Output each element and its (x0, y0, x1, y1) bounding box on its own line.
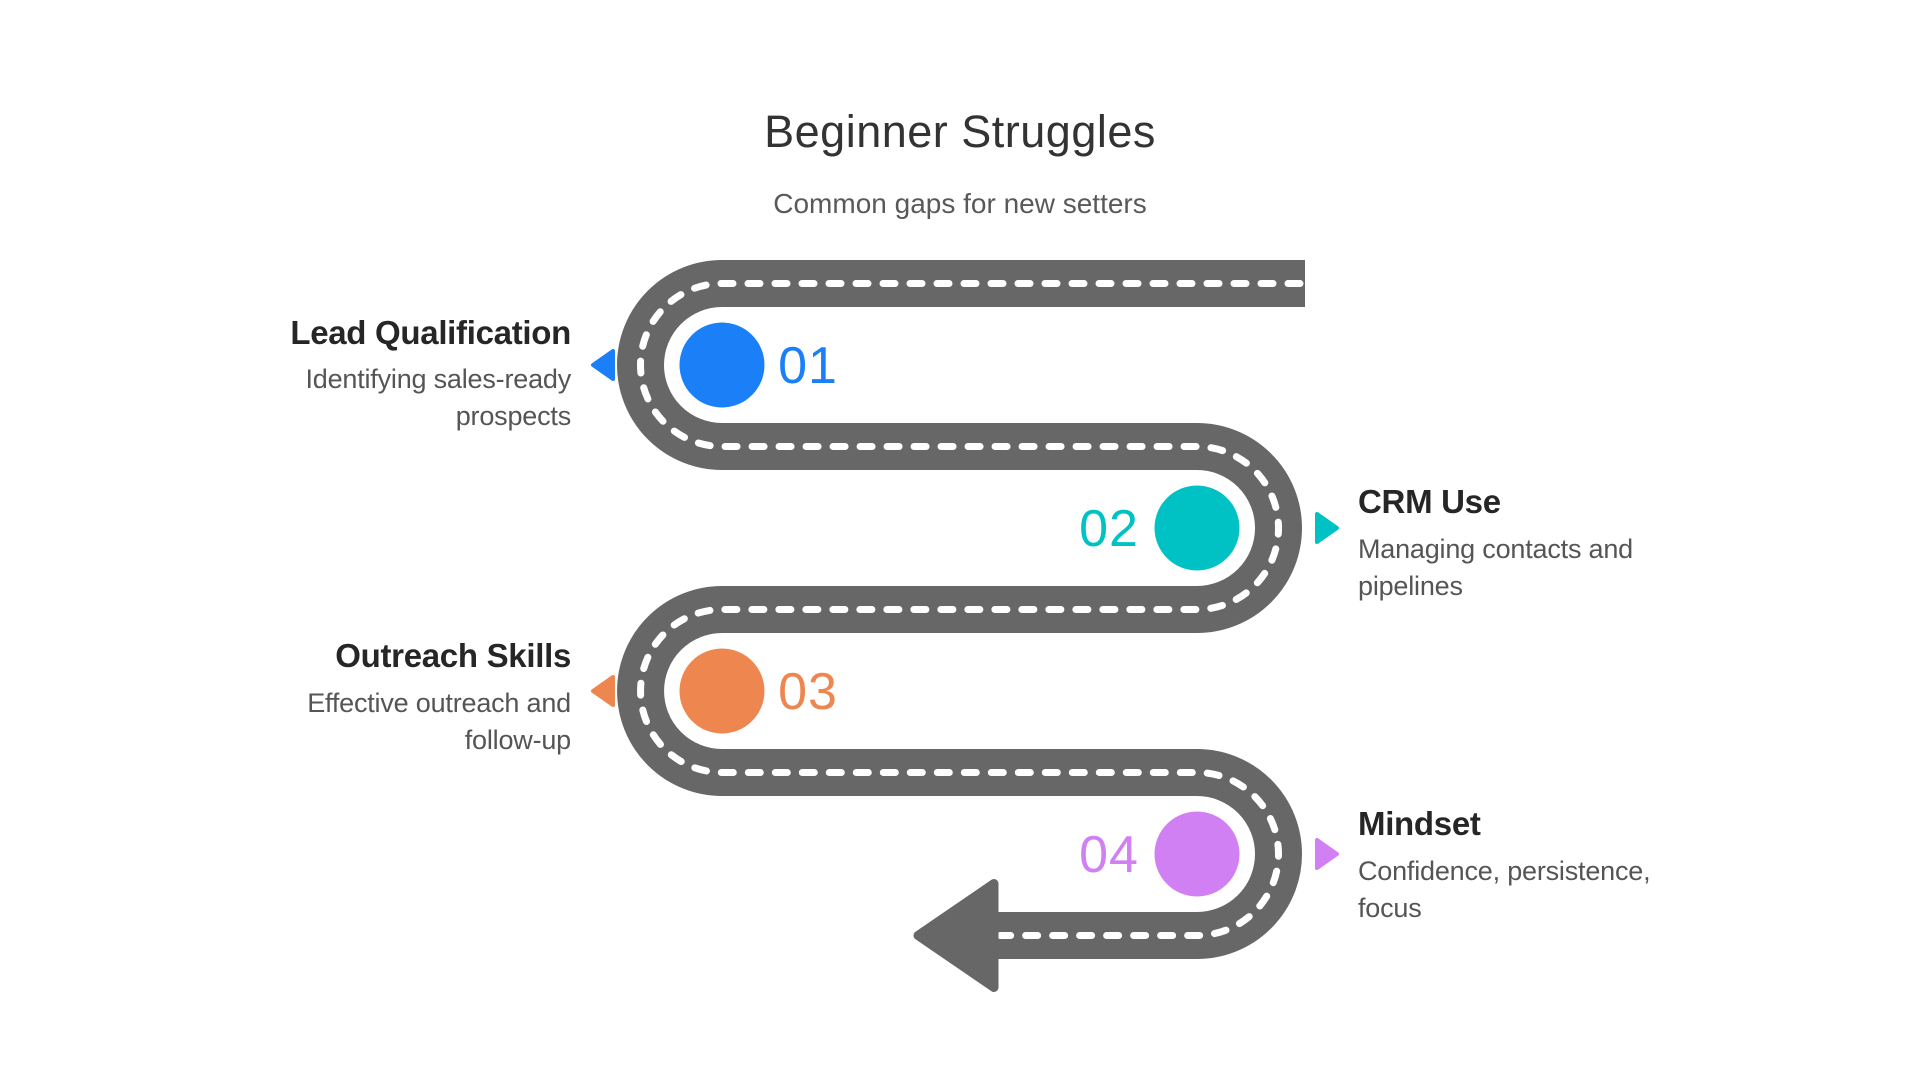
milestone-4: 04 Mindset Confidence, persistence, focu… (1079, 805, 1650, 923)
milestone-2-description-line2: pipelines (1358, 571, 1463, 601)
milestone-4-description-line1: Confidence, persistence, (1358, 856, 1650, 886)
milestone-3-description-line1: Effective outreach and (307, 688, 571, 718)
milestone-4-title: Mindset (1358, 805, 1481, 842)
milestone-4-pointer-icon (1315, 838, 1339, 870)
milestone-1-pointer-icon (591, 349, 615, 381)
milestone-2-description-line1: Managing contacts and (1358, 534, 1633, 564)
milestone-2-pointer-icon (1315, 512, 1339, 544)
milestone-4-number: 04 (1079, 826, 1139, 884)
milestone-2-circle (1154, 485, 1240, 571)
milestone-2-title: CRM Use (1358, 483, 1501, 520)
milestone-3-circle (679, 648, 765, 734)
milestone-3-title: Outreach Skills (335, 637, 571, 674)
milestone-3-description-line2: follow-up (465, 725, 571, 755)
milestone-2: 02 CRM Use Managing contacts and pipelin… (1079, 483, 1633, 601)
road-path (617, 260, 1305, 959)
milestone-3: 03 Outreach Skills Effective outreach an… (307, 637, 838, 755)
milestone-3-number: 03 (778, 663, 838, 721)
milestone-4-circle (1154, 811, 1240, 897)
road-arrowhead-icon (913, 879, 999, 992)
milestone-3-pointer-icon (591, 675, 615, 707)
page-subtitle: Common gaps for new setters (773, 188, 1147, 219)
milestone-4-description-line2: focus (1358, 893, 1422, 923)
milestone-1: 01 Lead Qualification Identifying sales-… (290, 314, 838, 431)
milestone-1-title: Lead Qualification (290, 314, 571, 351)
milestone-1-description-line1: Identifying sales-ready (305, 364, 571, 394)
milestone-1-description-line2: prospects (456, 401, 571, 431)
page-title: Beginner Struggles (764, 106, 1156, 157)
milestone-2-number: 02 (1079, 500, 1139, 558)
milestone-1-number: 01 (778, 337, 838, 395)
milestone-1-circle (679, 322, 765, 408)
